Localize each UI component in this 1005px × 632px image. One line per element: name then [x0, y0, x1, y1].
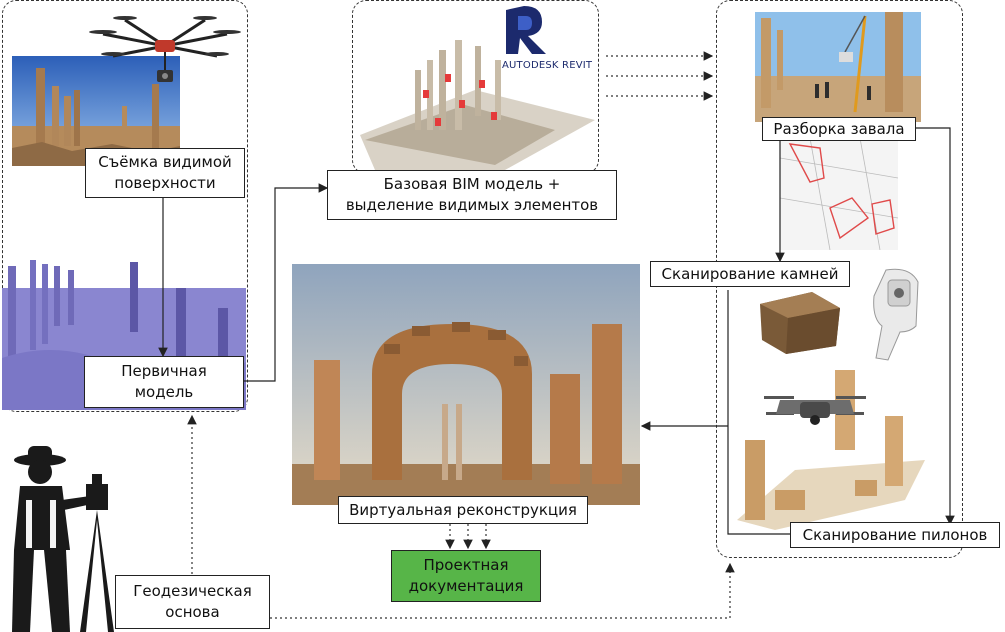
- virtual-reconstruction-image: [292, 264, 640, 505]
- label-project-docs: Проектная документация: [391, 550, 541, 602]
- revit-logo-icon: [502, 4, 550, 58]
- label-primary-model: Первичная модель: [84, 356, 244, 408]
- stone-block-icon: [756, 290, 842, 356]
- quadcopter-icon: [760, 390, 870, 430]
- label-stone-scanning: Сканирование камней: [650, 261, 850, 287]
- laser-scanner-icon: [866, 266, 936, 362]
- label-virtual-reconstruction: Виртуальная реконструкция: [338, 496, 588, 524]
- revit-logo-text: AUTODESK REVIT: [502, 60, 593, 71]
- label-geodetic-base: Геодезическая основа: [115, 575, 270, 629]
- rubble-removal-photo: [755, 12, 921, 122]
- label-rubble-removal: Разборка завала: [762, 117, 916, 141]
- site-plan-sketch: [780, 138, 898, 250]
- label-bim-model: Базовая BIM модель + выделение видимых э…: [327, 170, 617, 220]
- bim-point-cloud: [355, 30, 597, 170]
- drone-icon: [85, 8, 245, 98]
- label-pylon-scanning: Сканирование пилонов: [790, 522, 1000, 548]
- label-survey-surface: Съёмка видимой поверхности: [85, 148, 245, 198]
- ruins-drone-photo: [12, 56, 180, 166]
- surveyor-icon: [0, 440, 124, 632]
